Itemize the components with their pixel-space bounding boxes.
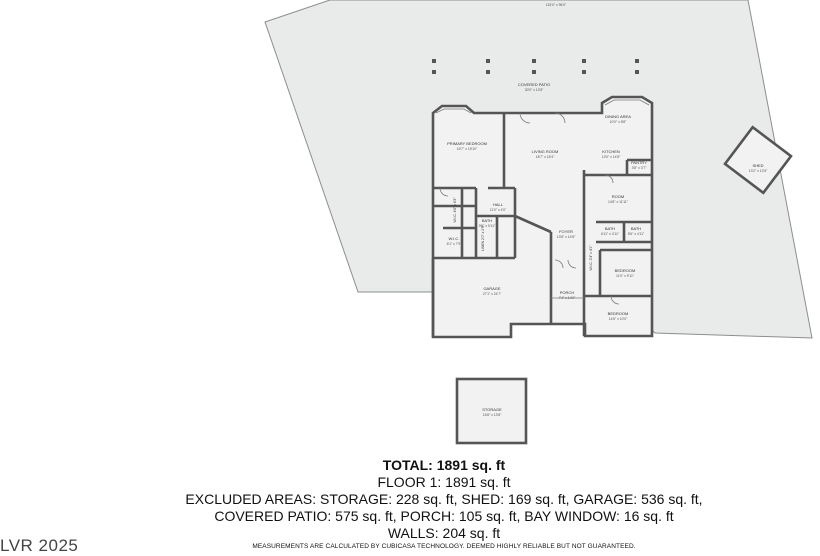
bath-primary-dims: 9'0" x 5'11" — [479, 224, 496, 228]
hall-label: HALL — [493, 202, 504, 207]
floor-plan: 115'0" x 96'0" COVERED PATIO 30'0" x 13'… — [264, 0, 813, 445]
foyer-label: FOYER — [559, 229, 573, 234]
patio-posts — [432, 59, 639, 74]
total-area: TOTAL: 1891 sq. ft — [382, 457, 506, 473]
bedroom-1-label: BEDROOM — [615, 268, 636, 273]
storage-label: STORAGE — [482, 407, 502, 412]
primary-bedroom-label: PRIMARY BEDROOM — [447, 141, 487, 146]
bedroom-1-dims: 11'0" x 9'11" — [616, 274, 635, 278]
bath-primary-label: BATH — [482, 218, 492, 223]
disclaimer: MEASUREMENTS ARE CALCULATED BY CUBICASA … — [252, 543, 636, 550]
pantry-label: PANTRY — [631, 160, 647, 165]
porch-label: PORCH — [560, 290, 575, 295]
bath-3-label: BATH — [631, 226, 641, 231]
watermark: LVR 2025 — [0, 536, 79, 555]
linen-vertical-label: LINEN 2'0" x 2'9" — [481, 224, 485, 251]
bedroom-2-label: BEDROOM — [608, 311, 629, 316]
covered-patio-dims: 30'0" x 13'8" — [525, 88, 544, 92]
primary-bedroom-dims: 16'7" x 15'10" — [457, 147, 478, 151]
storage-building — [455, 377, 528, 445]
living-room-label: LIVING ROOM — [532, 149, 559, 154]
dining-area-label: DINING AREA — [605, 114, 631, 119]
wic-vertical-label: W.I.C. 4'6" x 6'3" — [453, 197, 457, 223]
bath-2-dims: 6'11" x 4'11" — [601, 232, 620, 236]
kitchen-label: KITCHEN — [602, 149, 620, 154]
walls-area: WALLS: 204 sq. ft — [387, 525, 501, 541]
wic-dims: 6'1" x 7'9" — [447, 242, 463, 246]
kitchen-dims: 13'0" x 14'8" — [602, 155, 621, 159]
storage-dims: 16'8" x 13'8" — [483, 413, 502, 417]
room-dims: 14'8" x 11'11" — [608, 200, 629, 204]
house-footprint — [431, 95, 654, 339]
excluded-areas: EXCLUDED AREAS: STORAGE: 228 sq. ft, SHE… — [185, 491, 703, 507]
foyer-dims: 13'8" x 14'8" — [557, 235, 576, 239]
covered-patio-label: COVERED PATIO — [518, 82, 550, 87]
bath-2-label: BATH — [605, 226, 615, 231]
shed-label: SHED — [752, 163, 763, 168]
pantry-dims: 3'8" x 3'7" — [632, 166, 648, 170]
porch-dims: 7'4" x 14'0" — [559, 296, 577, 300]
living-room-dims: 18'7" x 18'4" — [536, 155, 555, 159]
shed-dims: 13'2" x 12'8" — [749, 169, 768, 173]
wic-label: W.I.C. — [449, 236, 460, 241]
bedroom-2-dims: 14'6" x 10'0" — [609, 317, 628, 321]
hall-dims: 11'0" x 4'0" — [490, 208, 507, 212]
excluded-areas-continued: COVERED PATIO: 575 sq. ft, PORCH: 105 sq… — [214, 508, 674, 524]
area-summary: TOTAL: 1891 sq. ft FLOOR 1: 1891 sq. ft … — [0, 457, 820, 552]
garage-dims: 27'1" x 24'7" — [483, 292, 502, 296]
closet-vertical-label: W.I.C. 3'4" x 4'1" — [589, 245, 593, 271]
shed — [723, 125, 793, 195]
lot-dims: 115'0" x 96'0" — [546, 3, 567, 7]
garage-label: GARAGE — [483, 286, 500, 291]
room-label: ROOM — [612, 194, 624, 199]
dining-area-dims: 10'0" x 8'8" — [610, 120, 628, 124]
floor-area: FLOOR 1: 1891 sq. ft — [377, 474, 511, 490]
bath-3-dims: 5'6" x 4'11" — [628, 232, 645, 236]
